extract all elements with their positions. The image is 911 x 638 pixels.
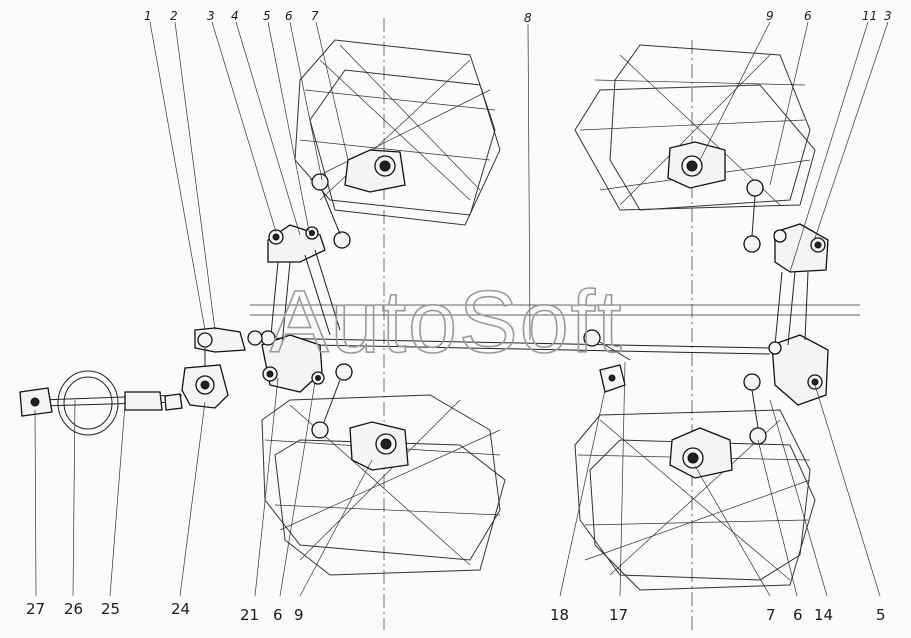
left-hubs bbox=[344, 149, 409, 471]
tie-rod bbox=[264, 337, 771, 361]
callout-label: 3 bbox=[207, 9, 215, 23]
callout-label: 26 bbox=[64, 600, 83, 618]
callout-label: 11 bbox=[862, 9, 877, 23]
callout-label: 7 bbox=[311, 9, 319, 23]
left-knuckle-assembly bbox=[260, 173, 353, 439]
callout-label: 18 bbox=[550, 606, 569, 624]
wheel-front-left bbox=[294, 39, 501, 226]
callout-label: 21 bbox=[240, 606, 259, 624]
callout-label: 14 bbox=[814, 606, 833, 624]
callout-label: 3 bbox=[884, 9, 892, 23]
callout-label: 6 bbox=[793, 606, 803, 624]
callout-label: 25 bbox=[101, 600, 120, 618]
callout-label: 27 bbox=[26, 600, 45, 618]
callout-label: 17 bbox=[609, 606, 628, 624]
callout-label: 9 bbox=[294, 606, 304, 624]
callout-label: 6 bbox=[285, 9, 293, 23]
center-lines bbox=[250, 18, 860, 630]
callout-label: 5 bbox=[876, 606, 886, 624]
callout-label: 2 bbox=[170, 9, 178, 23]
callout-label: 6 bbox=[273, 606, 283, 624]
callout-label: 6 bbox=[804, 9, 812, 23]
bottom-labels: 27 26 25 24 21 6 9 18 17 7 6 14 5 bbox=[26, 600, 886, 624]
watermark-text: AutoSoft bbox=[270, 272, 624, 371]
right-knuckle-assembly bbox=[743, 179, 829, 445]
callout-label: 7 bbox=[766, 606, 776, 624]
callout-label: 9 bbox=[766, 9, 774, 23]
callout-label: 4 bbox=[231, 9, 239, 23]
callout-label: 8 bbox=[524, 11, 532, 25]
callout-label: 24 bbox=[171, 600, 190, 618]
steering-column bbox=[19, 327, 263, 436]
top-labels: 1 2 3 4 5 6 7 8 9 6 11 3 bbox=[144, 9, 892, 25]
callout-label: 5 bbox=[263, 9, 271, 23]
center-bracket bbox=[583, 329, 626, 393]
callout-label: 1 bbox=[144, 9, 152, 23]
right-hubs bbox=[667, 141, 733, 479]
leader-lines bbox=[34, 21, 889, 597]
